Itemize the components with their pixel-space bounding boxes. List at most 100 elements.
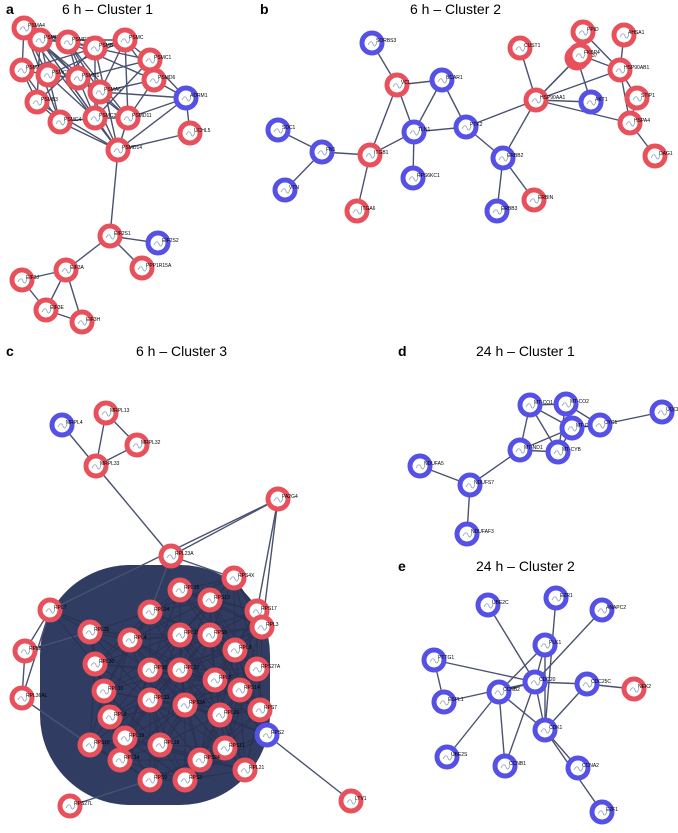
node-psmc[interactable]: PSMC bbox=[112, 27, 144, 53]
node-ccna2[interactable]: CCNA2 bbox=[565, 755, 599, 781]
node-ndufs7[interactable]: NDUFS7 bbox=[457, 472, 494, 498]
node-akt1[interactable]: AKT1 bbox=[578, 89, 608, 115]
node-rpl4[interactable]: RPL4 bbox=[117, 627, 147, 653]
node-rps11[interactable]: RPS11 bbox=[212, 735, 245, 761]
node-erbin[interactable]: ERBIN bbox=[521, 187, 554, 213]
node-rps2[interactable]: RPS2 bbox=[254, 722, 284, 748]
node-eif2s1[interactable]: EIF2S1 bbox=[97, 223, 131, 249]
node-rps6kc1[interactable]: RPS6KC1 bbox=[400, 165, 440, 191]
node-psmd1[interactable]: PSMD1 bbox=[65, 65, 99, 91]
node-vcl[interactable]: VCL bbox=[384, 72, 411, 98]
node-rpl15[interactable]: RPL15 bbox=[167, 577, 200, 603]
node-psmb1[interactable]: PSMB1 bbox=[82, 35, 116, 61]
node-mrpl4[interactable]: MRPL4 bbox=[49, 412, 83, 438]
node-ndufaf3[interactable]: NDUFAF3 bbox=[454, 521, 494, 547]
node-pa2g4[interactable]: PA2G4 bbox=[265, 486, 298, 512]
node-sdc1[interactable]: SDC1 bbox=[265, 117, 296, 143]
node-mrpl33[interactable]: MRPL33 bbox=[83, 453, 120, 479]
node-rpl8[interactable]: RPL8 bbox=[12, 638, 42, 664]
node-dag1[interactable]: DAG1 bbox=[642, 143, 673, 169]
node-rpl30[interactable]: RPL30 bbox=[82, 651, 115, 677]
node-ltv1[interactable]: LTV1 bbox=[338, 788, 367, 814]
node-rps3a[interactable]: RPS3A bbox=[172, 692, 206, 718]
node-rps14[interactable]: RPS14 bbox=[227, 677, 260, 703]
node-psmd6[interactable]: PSMD6 bbox=[141, 67, 175, 93]
node-rpl21[interactable]: RPL21 bbox=[232, 757, 265, 783]
node-ptk2[interactable]: PTK2 bbox=[453, 114, 483, 140]
node-mt-cyb[interactable]: MT-CYB bbox=[545, 439, 582, 465]
node-pttg1[interactable]: PTTG1 bbox=[421, 647, 454, 673]
node-rpl19[interactable]: RPL19 bbox=[112, 725, 145, 751]
node-psmc4[interactable]: PSMC4 bbox=[47, 109, 81, 135]
node-rpl35[interactable]: RPL35 bbox=[77, 619, 110, 645]
node-rps6[interactable]: RPS6 bbox=[137, 657, 167, 683]
node-ppid[interactable]: PPID bbox=[570, 19, 599, 45]
node-rps27a[interactable]: RPS27A bbox=[244, 656, 281, 682]
node-ube2s[interactable]: UBE2S bbox=[434, 744, 468, 770]
node-rpl7[interactable]: RPL7 bbox=[37, 597, 67, 623]
node-cust1[interactable]: CUST1 bbox=[507, 35, 541, 61]
node-mrpl13[interactable]: MRPL13 bbox=[93, 400, 130, 426]
node-uchl5[interactable]: UCHL5 bbox=[177, 120, 211, 146]
node-anapc2[interactable]: ANAPC2 bbox=[589, 597, 626, 623]
node-nek2[interactable]: NEK2 bbox=[621, 676, 651, 702]
node-uqcri1[interactable]: UQCRI1 bbox=[649, 399, 678, 425]
node-hspa4[interactable]: HSPA4 bbox=[617, 110, 650, 136]
node-e2f1[interactable]: E2F1 bbox=[589, 799, 618, 825]
node-rps16[interactable]: RPS16 bbox=[77, 732, 110, 758]
node-psmc5[interactable]: PSMC5 bbox=[35, 62, 69, 88]
node-rps7[interactable]: RPS7 bbox=[247, 697, 277, 723]
node-ppp1r15a[interactable]: PPP1R15A bbox=[129, 255, 172, 281]
node-ndufa5[interactable]: NDUFA5 bbox=[407, 453, 444, 479]
node-erbb3[interactable]: ERBB3 bbox=[484, 198, 518, 224]
node-ahsa1[interactable]: AHSA1 bbox=[611, 22, 645, 48]
node-mt-co3[interactable]: MT-CO3 bbox=[559, 415, 595, 441]
node-hsp90ab1[interactable]: HSP90AB1 bbox=[607, 57, 650, 83]
node-psmc1[interactable]: PSMC1 bbox=[137, 47, 171, 73]
node-psma6[interactable]: PSMA6 bbox=[87, 79, 121, 105]
node-adrm1[interactable]: ADRM1 bbox=[173, 85, 208, 111]
node-rpl23a[interactable]: RPL23A bbox=[158, 543, 194, 569]
node-psmd11[interactable]: PSMD11 bbox=[115, 105, 152, 131]
node-rpl13[interactable]: RPL13 bbox=[137, 687, 170, 713]
node-rpl18[interactable]: RPL18 bbox=[147, 732, 180, 758]
node-rps8[interactable]: RPS8 bbox=[197, 622, 227, 648]
node-mt-nd1[interactable]: MT-ND1 bbox=[507, 437, 543, 463]
node-rps24[interactable]: RPS24 bbox=[187, 747, 220, 773]
node-bcar1[interactable]: BCAR1 bbox=[429, 67, 463, 93]
node-eif3j[interactable]: EIF3J bbox=[9, 267, 40, 293]
node-eif2s2[interactable]: EIF2S2 bbox=[145, 230, 179, 256]
node-sorbs3[interactable]: SORBS3 bbox=[359, 30, 397, 56]
node-psmd14[interactable]: PSMD14 bbox=[105, 137, 142, 163]
node-fkbp4[interactable]: FKBP4 bbox=[567, 42, 600, 68]
node-tln1[interactable]: TLN1 bbox=[401, 119, 430, 145]
node-psma5[interactable]: PSMA5 bbox=[9, 57, 43, 83]
node-eif3h[interactable]: EIF3H bbox=[69, 309, 101, 335]
node-mrpl32[interactable]: MRPL32 bbox=[124, 432, 161, 458]
node-rpl6[interactable]: RPL6 bbox=[97, 704, 127, 730]
node-psmd7[interactable]: PSMD7 bbox=[55, 29, 89, 55]
node-rpl5[interactable]: RPL5 bbox=[202, 667, 232, 693]
node-rpl11[interactable]: RPL11 bbox=[167, 622, 199, 648]
node-rps13[interactable]: RPS13 bbox=[197, 587, 230, 613]
node-itgb1[interactable]: ITGB1 bbox=[357, 142, 389, 168]
node-ezr1[interactable]: EZR1 bbox=[543, 585, 573, 611]
node-eif3e[interactable]: EIF3E bbox=[33, 297, 65, 323]
node-psma4[interactable]: PSMA4 bbox=[11, 15, 45, 41]
node-rpl14[interactable]: RPL14 bbox=[107, 747, 140, 773]
node-plk1[interactable]: PLK1 bbox=[532, 632, 561, 658]
node-fn1[interactable]: FN1 bbox=[309, 139, 336, 165]
node-espl1[interactable]: ESPL1 bbox=[431, 689, 464, 715]
node-cdc20[interactable]: CDC20 bbox=[522, 669, 556, 695]
node-erbb2[interactable]: ERBB2 bbox=[490, 145, 524, 171]
node-ccnb1[interactable]: CCNB1 bbox=[492, 753, 526, 779]
node-psmb3[interactable]: PSMB3 bbox=[24, 89, 58, 115]
node-rpl26[interactable]: RPL26 bbox=[207, 702, 240, 728]
node-rps3[interactable]: RPS3 bbox=[172, 767, 202, 793]
node-mt-co2[interactable]: MT-CO2 bbox=[553, 391, 589, 417]
node-cyc1[interactable]: CYC1 bbox=[587, 412, 618, 438]
node-mt-co1[interactable]: MT-CO1 bbox=[517, 392, 553, 418]
node-rps9[interactable]: RPS9 bbox=[137, 767, 167, 793]
node-hsp90aa1[interactable]: HSP90AA1 bbox=[523, 87, 566, 113]
node-rpl36al[interactable]: RPL36AL bbox=[9, 685, 48, 711]
